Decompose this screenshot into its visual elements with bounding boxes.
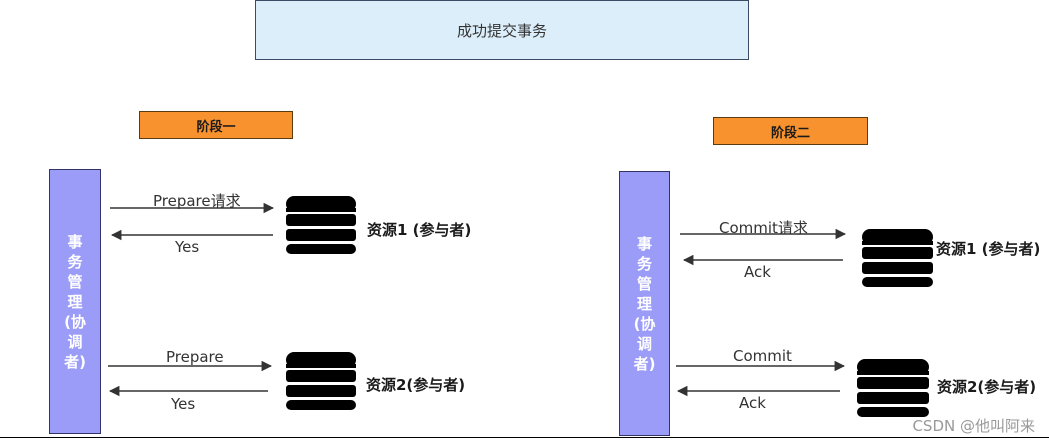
resource-1-label: 资源1 (参与者): [367, 221, 472, 239]
watermark: CSDN @他叫阿来: [912, 417, 1035, 435]
resource-2-label: 资源2(参与者): [937, 378, 1037, 396]
coordinator-box-phase-one: 事务管理(协调者): [49, 169, 101, 434]
database-icon: [286, 352, 356, 410]
coordinator-box-phase-two: 事务管理(协调者): [619, 171, 670, 436]
commit-request-label-2: Commit: [733, 347, 792, 365]
prepare-request-label-2: Prepare: [166, 348, 224, 366]
phase-two-label: 阶段二: [713, 117, 868, 145]
diagram-title: 成功提交事务: [255, 0, 749, 60]
resource-2-label: 资源2(参与者): [366, 376, 466, 394]
yes-response-label-1: Yes: [175, 238, 200, 256]
bottom-divider: [0, 437, 1049, 438]
ack-response-label-1: Ack: [744, 263, 771, 281]
yes-response-label-2: Yes: [171, 395, 196, 413]
database-icon: [286, 196, 356, 254]
database-icon: [857, 359, 929, 417]
prepare-request-label-1: Prepare请求: [153, 192, 241, 210]
resource-1-label: 资源1 (参与者): [936, 240, 1041, 258]
ack-response-label-2: Ack: [739, 394, 766, 412]
database-icon: [862, 229, 933, 287]
coordinator-label: 事务管理(协调者): [64, 232, 86, 371]
coordinator-label: 事务管理(协调者): [633, 234, 656, 373]
phase-one-label: 阶段一: [139, 111, 293, 139]
commit-request-label-1: Commit请求: [719, 219, 808, 237]
